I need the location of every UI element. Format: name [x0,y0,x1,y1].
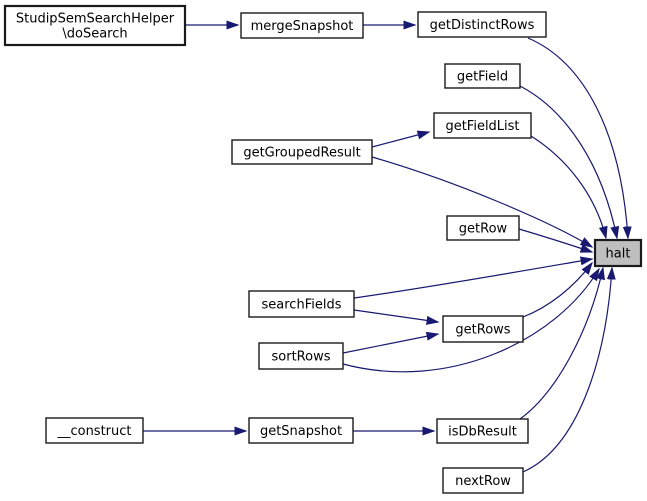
node-getdistinctrows[interactable]: getDistinctRows [417,11,547,38]
node-box-getrows [442,315,524,343]
node-getrows[interactable]: getRows [442,315,524,343]
node-box-isdbresult [436,418,529,444]
node-label-sortrows: sortRows [272,350,331,365]
node-label-halt: halt [606,247,631,262]
node-mergesnapshot[interactable]: mergeSnapshot [240,12,364,39]
node-getgroupedresult[interactable]: getGroupedResult [231,139,373,165]
node-box-sortrows [258,342,344,370]
node-label-dosearch-line1: StudipSemSearchHelper [16,12,175,27]
node-label-getsnapshot: getSnapshot [260,424,342,439]
node-label-getrow: getRow [459,222,508,237]
edge-searchfields-to-halt [353,256,594,299]
node-box-getfieldlist [433,112,532,139]
node-box-getfield [444,63,521,89]
node-construct[interactable]: __construct [45,417,144,444]
edge-getgroupedresult-to-halt [371,156,594,248]
node-label-getfieldlist: getFieldList [445,119,519,134]
node-box-nextrow [442,467,524,494]
node-label-nextrow: nextRow [455,474,511,489]
node-box-construct [45,417,144,444]
node-label-getgroupedresult: getGroupedResult [243,146,360,161]
edge-sortrows-to-getrows [342,331,440,354]
node-searchfields[interactable]: searchFields [248,290,355,318]
node-dosearch[interactable]: StudipSemSearchHelper\doSearch [3,4,187,47]
node-box-halt [593,238,643,268]
node-label-getrows: getRows [455,323,510,338]
node-label-isdbresult: isDbResult [448,425,517,440]
edge-getrow-to-halt [518,228,594,253]
edge-isdbresult-to-halt [519,266,605,420]
node-box-getgroupedresult [231,139,373,165]
node-box-dosearch [3,4,187,47]
node-getsnapshot[interactable]: getSnapshot [248,417,354,444]
nodes-layer: StudipSemSearchHelper\doSearch mergeSnaps… [3,4,643,494]
node-isdbresult[interactable]: isDbResult [436,418,529,444]
edge-getfieldlist-to-halt [530,135,608,240]
edge-nextrow-to-halt [522,266,616,473]
edge-getfield-to-halt [519,85,620,240]
node-label-getfield: getField [457,70,508,85]
node-getfield[interactable]: getField [444,63,521,89]
node-halt[interactable]: halt [593,238,643,268]
node-sortrows[interactable]: sortRows [258,342,344,370]
node-box-mergesnapshot [240,12,364,39]
node-box-getdistinctrows [417,11,547,38]
node-label-mergesnapshot: mergeSnapshot [251,19,354,34]
node-box-searchfields [248,290,355,318]
edge-getgroupedresult-to-getfieldlist [371,130,431,148]
node-label-searchfields: searchFields [262,298,342,313]
node-getrow[interactable]: getRow [446,215,520,241]
node-nextrow[interactable]: nextRow [442,467,524,494]
edge-searchfields-to-getrows [353,309,440,325]
node-box-getrow [446,215,520,241]
edge-getdistinctrows-to-halt [527,37,632,240]
edge-getrows-to-halt [522,261,593,318]
node-box-getsnapshot [248,417,354,444]
edge-sortrows-to-halt [342,267,600,373]
node-label-getdistinctrows: getDistinctRows [430,18,535,33]
node-label-dosearch-line2: \doSearch [62,27,127,42]
node-label-construct: __construct [56,424,131,439]
node-getfieldlist[interactable]: getFieldList [433,112,532,139]
edges-layer [143,20,632,473]
